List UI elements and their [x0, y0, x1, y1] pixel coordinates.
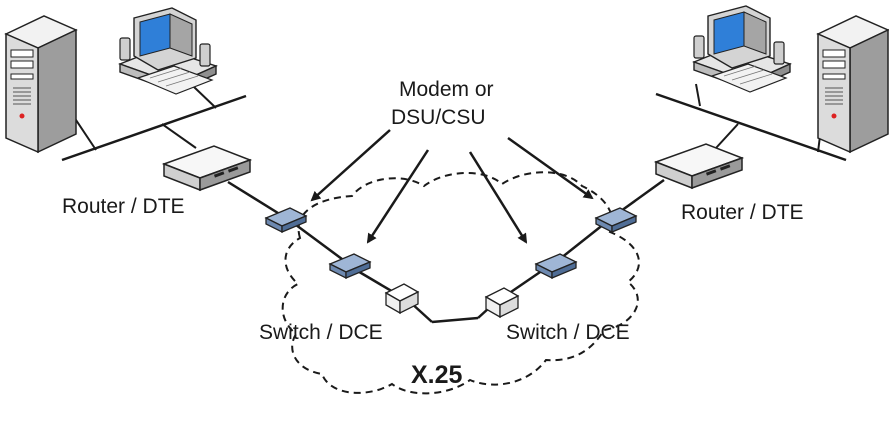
switch-right	[485, 287, 519, 318]
workstation-left	[119, 7, 217, 95]
router-left	[163, 145, 251, 191]
router-right	[655, 143, 743, 189]
x25-cloud	[281, 171, 640, 395]
server-tower-left	[5, 15, 77, 153]
right-lan-line	[655, 92, 847, 162]
modem-right-inner	[535, 253, 577, 279]
modem-label-line1: Modem or	[399, 78, 494, 101]
arrow-to-modem-left-inner	[366, 149, 430, 244]
server-tower-right	[817, 15, 889, 153]
router-right-label: Router / DTE	[681, 201, 804, 224]
switch-right-label: Switch / DCE	[506, 321, 630, 344]
router-left-label: Router / DTE	[62, 195, 185, 218]
switch-left	[385, 283, 419, 314]
workstation-right	[693, 5, 791, 93]
arrow-to-modem-left-outer	[310, 129, 391, 202]
modem-right-outer	[595, 207, 637, 233]
network-label: X.25	[411, 361, 463, 389]
arrow-to-modem-right-outer	[507, 136, 594, 200]
arrow-to-modem-right-inner	[468, 151, 528, 244]
modem-label-line2: DSU/CSU	[391, 106, 486, 129]
switch-left-label: Switch / DCE	[259, 321, 383, 344]
